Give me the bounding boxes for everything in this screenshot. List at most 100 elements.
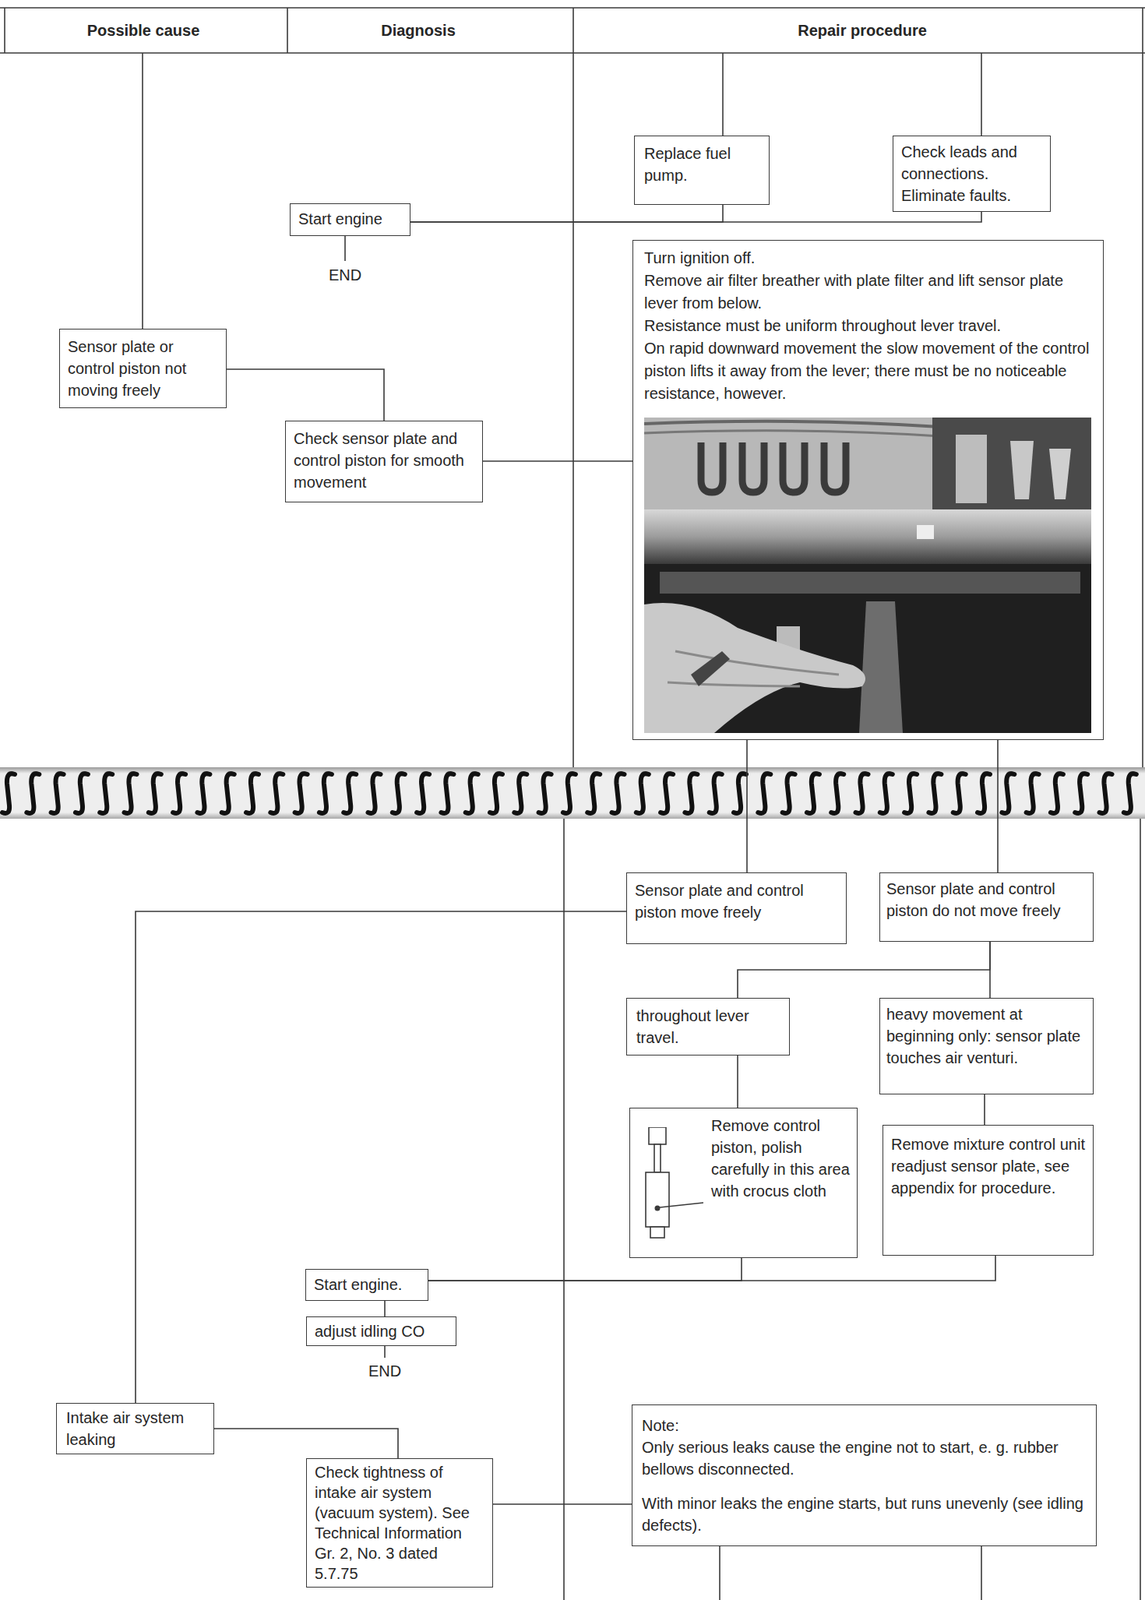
column-header: Repair procedure [706,20,1019,41]
binding-coil [440,773,454,814]
box-text: Remove air filter breather with plate fi… [644,269,1093,315]
binding-coil [319,773,332,814]
box-text: Remove mixture control unit readjust sen… [891,1133,1086,1199]
flow-line [980,52,983,137]
connector [482,460,633,462]
binding-coil [172,773,186,814]
binding-coil [880,773,893,814]
process-box: Check leads and connections. Eliminate f… [892,135,1051,212]
binding-coil [563,773,576,814]
box-text: Start engine [298,207,402,230]
column-header: Diagnosis [301,20,536,41]
rule [1139,811,1142,1600]
binding-coil [1001,773,1015,814]
binding-coil [806,773,820,814]
binding-coil [709,773,723,814]
binding-coil [2,773,15,814]
binding-coil [904,773,917,814]
binding-coil [660,773,673,814]
grid-lines [0,7,1145,1600]
piston-symbol [633,1127,709,1241]
binding-coil [782,773,796,814]
binding-coil [684,773,698,814]
binding-coil [465,773,479,814]
rule [286,7,289,53]
box-text: Check tightness of intake air system (va… [314,1462,485,1584]
binding-coil [295,773,308,814]
process-box: Note:Only serious leaks cause the engine… [631,1404,1097,1547]
binding-coil [1099,773,1113,814]
binding-coil [636,773,649,814]
binding-coil [831,773,844,814]
rule [563,811,565,1600]
box-text: Sensor plate and control piston move fre… [634,879,839,924]
connector [746,739,748,873]
end-label: END [345,1360,424,1382]
process-box: Check tightness of intake air system (va… [306,1458,494,1588]
binding-coil [416,773,430,814]
column-header: Possible cause [26,20,261,41]
binding-coil [246,773,259,814]
connector [997,739,999,873]
rule [0,7,1145,9]
process-box: Start engine [289,203,411,237]
binding-coil [977,773,990,814]
process-box: Turn ignition off.Remove air filter brea… [632,239,1104,740]
connector [428,1257,742,1281]
binding-coil [99,773,113,814]
box-text: Check sensor plate and control piston fo… [293,427,475,494]
binding-coil [197,773,210,814]
connector [214,1428,399,1459]
connector [737,941,990,998]
process-box: Replace fuel pump. [634,135,770,205]
rule [0,52,1145,54]
box-text: heavy movement at beginning only: sensor… [886,1003,1087,1069]
binding-coil [587,773,600,814]
note-heading: Note: [641,1414,1087,1437]
process-box: throughout lever travel. [626,997,790,1056]
binding-coil [514,773,527,814]
connector [983,1094,986,1125]
box-text: Turn ignition off. [644,246,1093,270]
connector [226,369,385,421]
binding-coil [1123,773,1137,814]
process-box: Start engine. [305,1268,429,1301]
box-text: Only serious leaks cause the engine not … [641,1436,1087,1480]
box-text: Resistance must be uniform throughout le… [644,314,1093,338]
binding-coil [368,773,381,814]
process-box: adjust idling CO [306,1316,457,1346]
binding-coil [75,773,89,814]
box-text: Sensor plate or control piston not movin… [67,335,219,402]
rule [572,7,575,779]
connector [384,1300,386,1317]
binding-coil [148,773,162,814]
box-text: Remove control piston, polish carefully … [711,1114,851,1202]
binding-coil [1074,773,1088,814]
box-text: Start engine. [313,1273,420,1296]
binding-coil [1050,773,1064,814]
binding-coil [928,773,941,814]
box-text: adjust idling CO [314,1320,448,1343]
box-text: Check leads and connections. Eliminate f… [901,140,1043,207]
box-text: throughout lever travel. [636,1004,780,1049]
process-box: Sensor plate and control piston do not m… [879,872,1094,942]
connector [736,1055,739,1108]
binding-band [0,767,1145,819]
binding-coil [51,773,64,814]
connector [493,1503,632,1505]
connector [410,204,723,222]
binding-coil [733,773,747,814]
binding-coil [124,773,138,814]
rule [3,7,6,53]
process-box: Intake air system leaking [56,1402,215,1455]
binding-coil [953,773,966,814]
box-text: Intake air system leaking [66,1406,205,1451]
process-box: Remove mixture control unit readjust sen… [882,1124,1094,1256]
binding-coil [221,773,235,814]
process-box: Remove control piston, polish carefully … [629,1107,858,1258]
binding-coil [392,773,406,814]
box-text: With minor leaks the engine starts, but … [641,1492,1087,1537]
binding-coil [856,773,869,814]
flow-line [141,52,144,330]
binding-coil [26,773,39,814]
